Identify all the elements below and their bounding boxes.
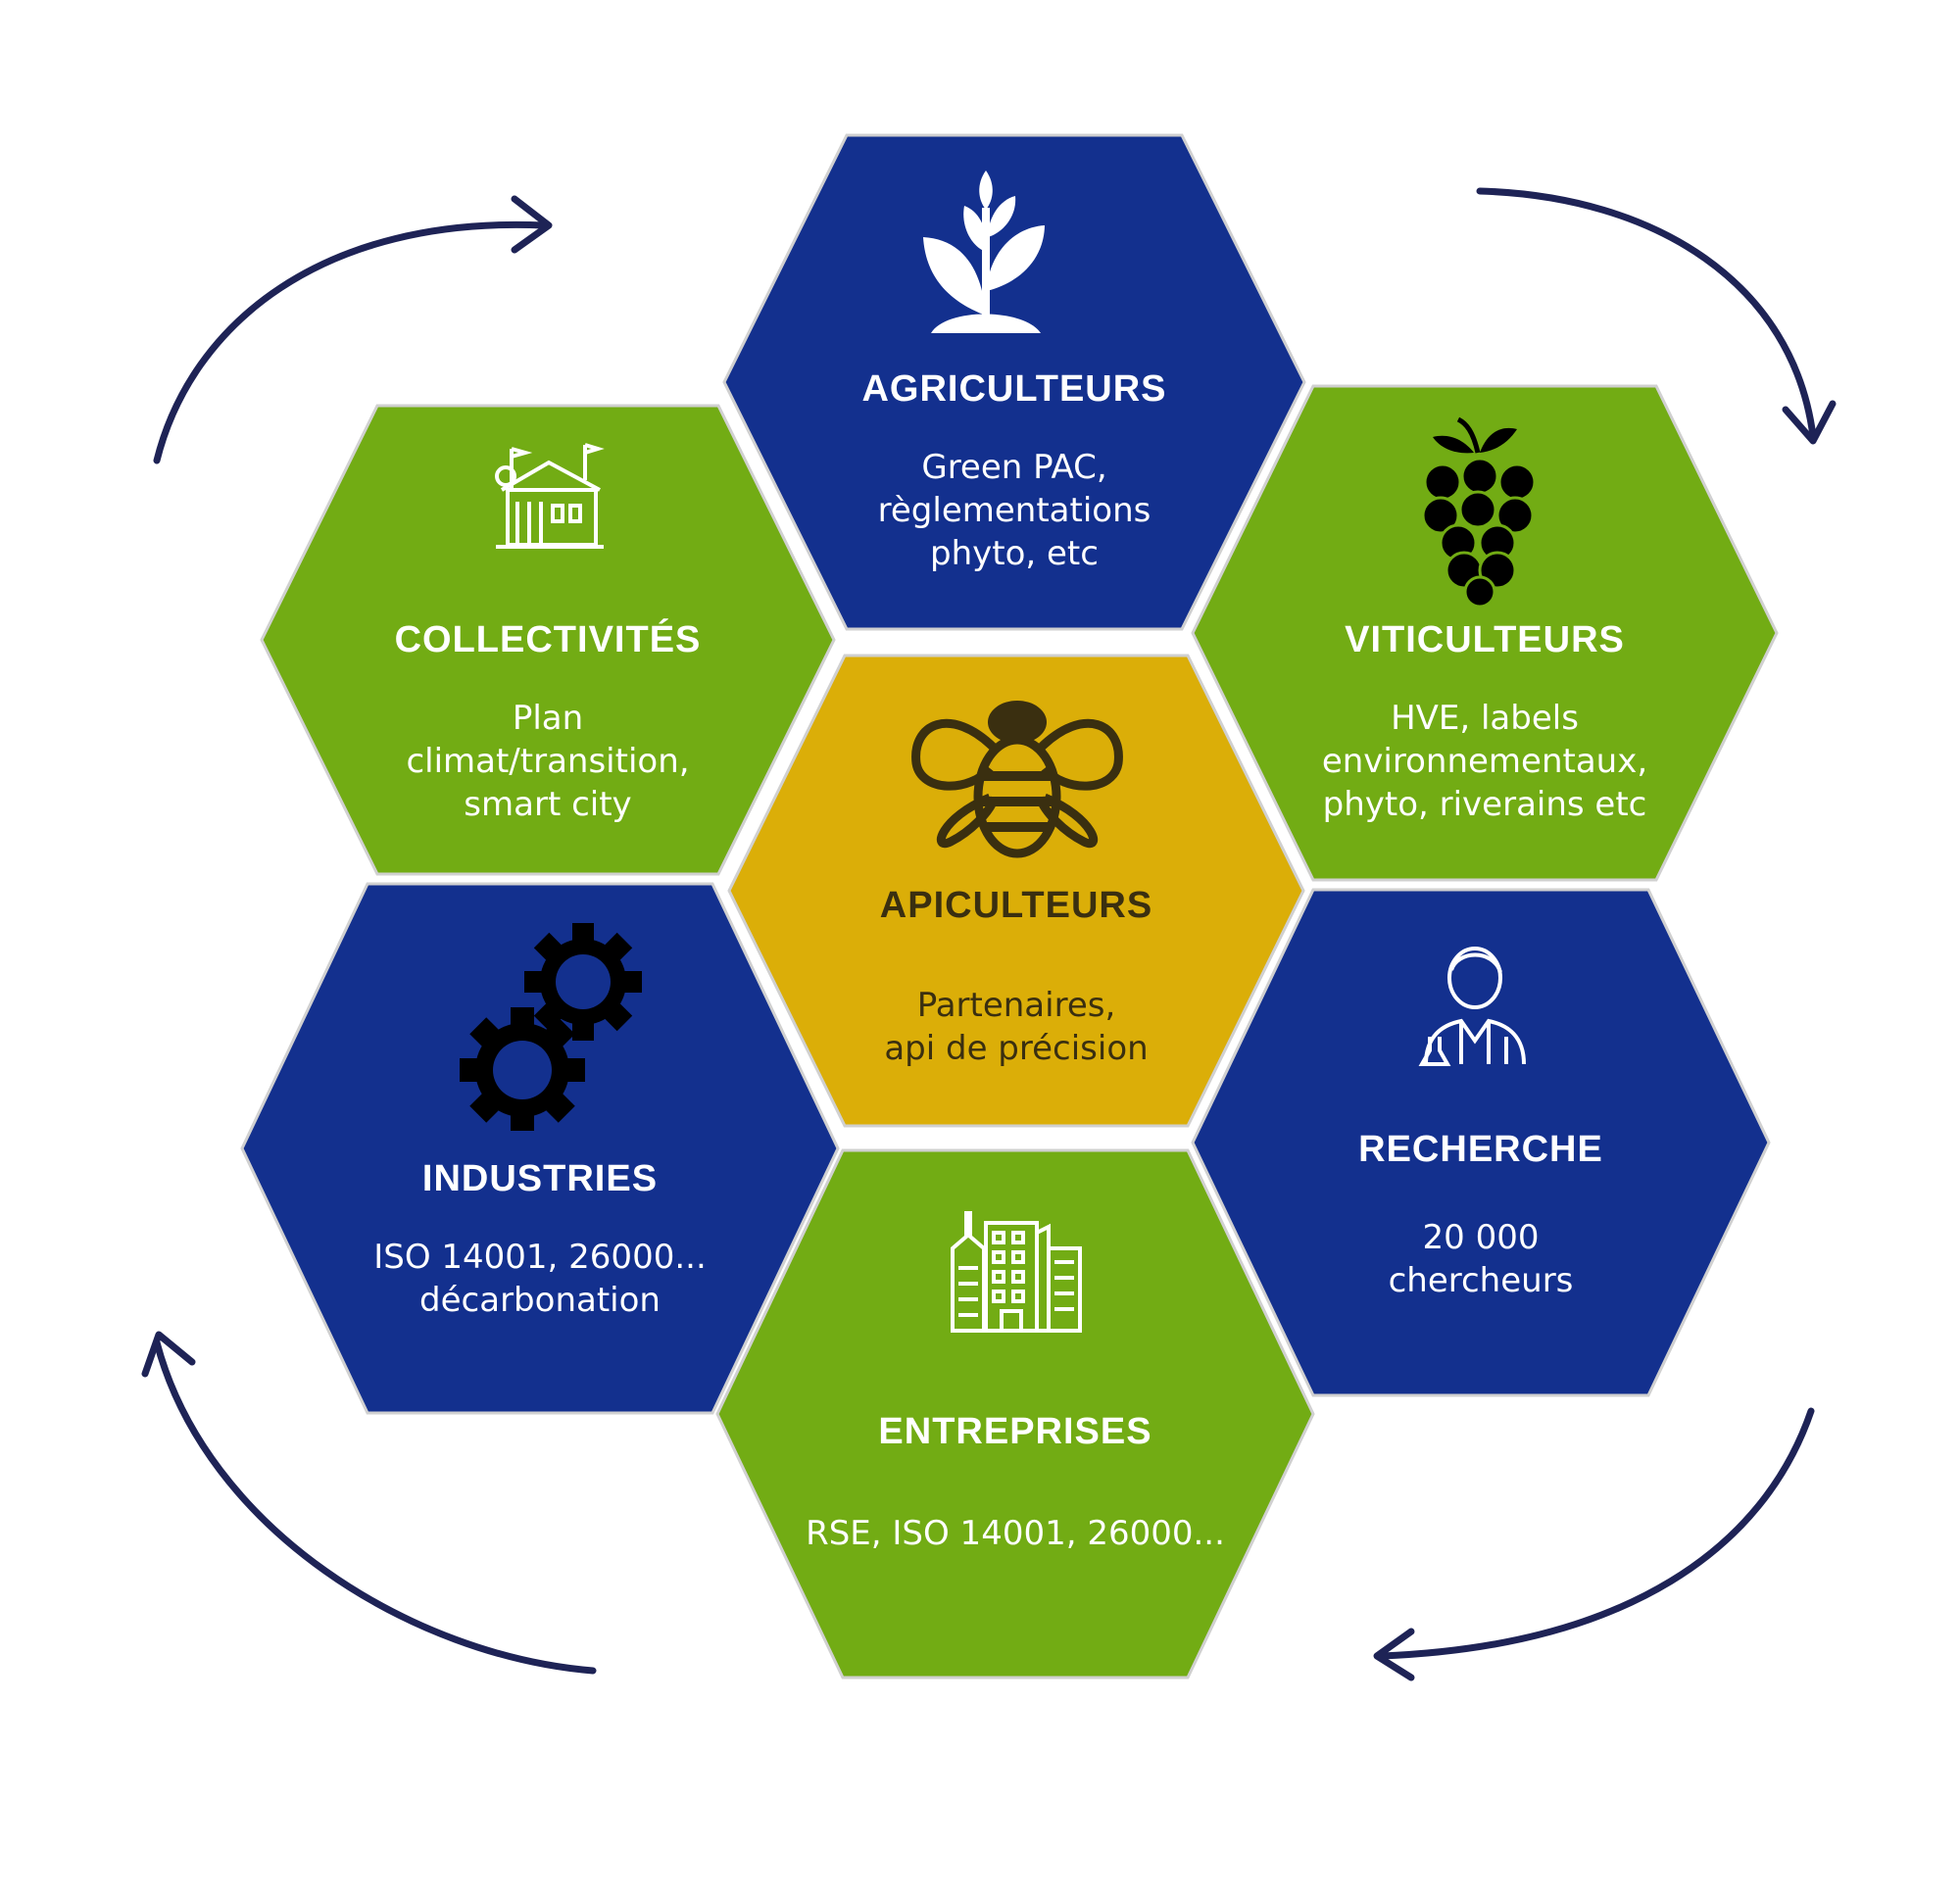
hex-title: INDUSTRIES [421, 1158, 659, 1199]
hexagon-shape [722, 133, 1306, 631]
hex-description: ISO 14001, 26000... décarbonation [373, 1238, 707, 1320]
hex-description: Green PAC, règlementations phyto, etc [877, 448, 1152, 573]
town-hall-icon [495, 443, 605, 549]
hexagon-shape [1191, 888, 1771, 1397]
hexagon-shape [1191, 384, 1779, 882]
hex-title: COLLECTIVITÉS [394, 619, 702, 660]
hex-entreprises: ENTREPRISES RSE, ISO 14001, 26000... [715, 1148, 1315, 1680]
arrow-top-left-head [511, 195, 553, 254]
plant-icon [923, 170, 1045, 333]
hexagon-shape [727, 654, 1305, 1128]
arrow-bottom-left [153, 1339, 597, 1675]
hex-agriculteurs: AGRICULTEURS Green PAC, règlementations … [722, 133, 1306, 631]
arrow-top-left [153, 220, 548, 464]
hex-apiculteurs: APICULTEURS Partenaires, api de précisio… [727, 654, 1305, 1128]
gears-icon [460, 923, 642, 1131]
hexagon-shape [240, 882, 840, 1415]
hex-description: 20 000 chercheurs [1388, 1218, 1574, 1300]
grapes-icon [1421, 416, 1537, 608]
hexagon-shape [260, 404, 836, 876]
hex-description: Partenaires, api de précision [884, 986, 1149, 1068]
hex-collectivites: COLLECTIVITÉS Plan climat/transition, sm… [260, 404, 836, 876]
bee-icon [911, 701, 1123, 858]
hex-title: APICULTEURS [879, 885, 1153, 926]
hex-title: VITICULTEURS [1345, 619, 1625, 660]
hex-description: RSE, ISO 14001, 26000... [806, 1514, 1225, 1553]
hex-description: Plan climat/transition, smart city [406, 699, 690, 824]
arrow-top-right [1476, 187, 1817, 440]
arrow-top-right-head [1782, 400, 1837, 445]
hex-title: AGRICULTEURS [861, 368, 1167, 410]
arrow-bottom-left-head [141, 1331, 196, 1378]
hex-description: HVE, labels environnementaux, phyto, riv… [1321, 699, 1648, 824]
hex-title: ENTREPRISES [878, 1411, 1152, 1452]
buildings-icon [951, 1211, 1082, 1333]
hex-recherche: RECHERCHE 20 000 chercheurs [1191, 888, 1771, 1397]
hex-industries: INDUSTRIES ISO 14001, 26000... décarbona… [240, 882, 840, 1415]
hexagon-shape [715, 1148, 1315, 1680]
arrow-bottom-right [1378, 1407, 1815, 1660]
researcher-icon [1418, 947, 1526, 1066]
hex-title: RECHERCHE [1358, 1129, 1603, 1170]
hex-viticulteurs: VITICULTEURS HVE, labels environnementau… [1191, 384, 1779, 882]
arrow-bottom-right-head [1373, 1628, 1415, 1681]
